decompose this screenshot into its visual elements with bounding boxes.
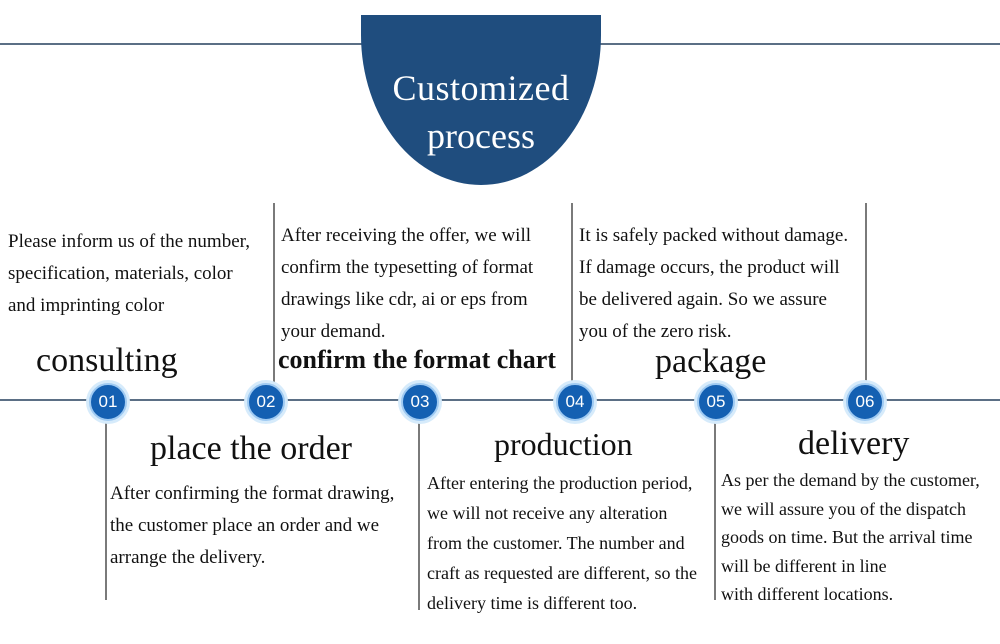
step-02-title: place the order	[150, 430, 352, 467]
step-05-marker: 05	[697, 383, 735, 421]
connector-05	[571, 203, 573, 386]
connector-01	[105, 416, 107, 600]
step-01-description: Please inform us of the number, specific…	[8, 231, 250, 316]
step-05-title: package	[655, 343, 767, 380]
connector-02	[273, 203, 275, 386]
step-04-title: production	[494, 426, 633, 462]
step-01-title: consulting	[36, 342, 178, 379]
step-04-marker: 04	[556, 383, 594, 421]
step-03-marker: 03	[401, 383, 439, 421]
step-05-description: It is safely packed without damage. If d…	[579, 225, 849, 342]
step-04-description: After entering the production period, we…	[427, 473, 698, 613]
timeline-axis	[0, 399, 1000, 401]
step-03-title: confirm the format chart	[278, 345, 556, 374]
connector-04	[714, 416, 716, 600]
step-03-description: After receiving the offer, we will confi…	[281, 225, 534, 342]
step-02-description: After confirming the format drawing, the…	[110, 483, 395, 568]
step-01-marker: 01	[89, 383, 127, 421]
connector-06	[865, 203, 867, 381]
step-06-title: delivery	[798, 425, 910, 462]
step-06-description: As per the demand by the customer, we wi…	[721, 470, 980, 604]
header-title-line2: process	[427, 116, 535, 156]
step-02-marker: 02	[247, 383, 285, 421]
header-circle: Customized process	[361, 15, 601, 185]
step-06-marker: 06	[846, 383, 884, 421]
connector-03	[418, 416, 420, 610]
header-title-line1: Customized	[392, 68, 570, 108]
